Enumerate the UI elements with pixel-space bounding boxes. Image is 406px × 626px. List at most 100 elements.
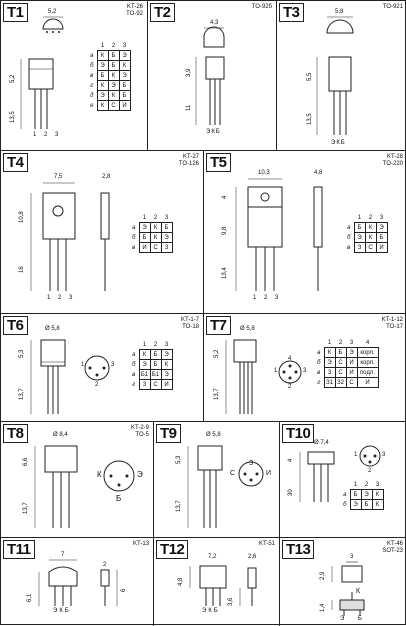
pin-number-2: 2 [368, 468, 372, 474]
dimension-side-width: 2 [103, 562, 107, 568]
pin-number-2: 2 [288, 384, 292, 390]
package-code: KT-51 [258, 541, 275, 547]
dimension-width: 5,2 [48, 9, 57, 15]
dimension-lead-length: 13,7 [176, 500, 182, 512]
dimension-body-height: 6,6 [23, 457, 29, 466]
package-tag: T12 [156, 540, 189, 559]
dimension-width: 3 [350, 554, 354, 560]
dimension-width: 10,3 [258, 170, 270, 176]
cell-t9: T9 Ø 5,8 5,3 13,7 С З И [154, 422, 280, 538]
dimension-body-height: 10,8 [19, 211, 25, 223]
dimension-lead-length: 3,6 [228, 597, 234, 606]
dimension-body-height: 4,8 [178, 577, 184, 586]
pin-label-source: С [230, 470, 236, 477]
dimension-diameter: Ø 7,4 [314, 440, 329, 446]
dimension-diameter: Ø 5,8 [45, 326, 60, 332]
pin-number-3: 3 [382, 452, 386, 458]
package-tag: T2 [150, 3, 175, 22]
dimension-lead-length: 13,5 [307, 113, 313, 125]
package-tag: T5 [206, 153, 231, 172]
package-tag: T11 [3, 540, 35, 559]
pin-label-collector: К [97, 470, 102, 479]
dimension-tab-height: 4 [222, 195, 228, 199]
package-tag: T13 [282, 540, 315, 559]
pin-number-3: 3 [111, 362, 115, 368]
pin-labels: ЭКБ [331, 140, 346, 146]
package-drawing [38, 559, 118, 606]
pin-number-4: 4 [288, 356, 292, 362]
dimension-side-height: 6 [121, 588, 127, 592]
pin-labels: Э Б [340, 616, 368, 622]
dimension-lead-length: 13,5 [10, 111, 16, 123]
package-code: TO-921 [382, 4, 403, 10]
package-drawing [189, 565, 257, 606]
package-tag: T1 [3, 3, 28, 22]
package-drawing [235, 178, 323, 291]
package-drawing [331, 561, 365, 616]
cell-t3: T3 TO-921 5,8 5,5 13,5 ЭКБ [277, 1, 406, 151]
pin-numbers: 1 2 3 [253, 295, 282, 301]
dimension-lead-length: 30 [288, 489, 294, 496]
package-tag: T9 [156, 424, 181, 443]
package-code: TO-92б [251, 4, 272, 10]
dimension-body-height: 9,8 [222, 226, 228, 235]
pin-number-3: 3 [303, 368, 307, 374]
dimension-diameter: Ø 5,8 [206, 432, 221, 438]
dimension-body-height: 5,3 [19, 349, 25, 358]
dimension-lead-length: 13,4 [222, 267, 228, 279]
cell-t2: T2 TO-92б 4,3 3,9 11 ЭКБ [148, 1, 277, 151]
pin-numbers: 1 2 3 [33, 132, 62, 138]
package-drawing [195, 26, 225, 125]
package-drawing [30, 182, 110, 291]
dimension-diameter: Ø 5,8 [240, 326, 255, 332]
pin-label-emitter: Э [137, 470, 143, 479]
package-tag: T4 [3, 153, 28, 172]
pin-number-1: 1 [354, 452, 358, 458]
pin-numbers: 1 2 3 [47, 295, 76, 301]
dimension-body-height: 4 [288, 458, 294, 462]
dimension-body-height: 5,2 [214, 349, 220, 358]
cell-t11: T11 KT-13 7 6,1 2 6 ЭКБ [1, 538, 154, 626]
package-drawing [187, 445, 264, 528]
dimension-diameter: Ø 8,4 [53, 432, 68, 438]
pin-labels: ЭКБ [53, 608, 71, 614]
dimension-lead-length: 16 [19, 266, 25, 273]
top-view-drawing [20, 16, 64, 129]
dimension-width: 7,2 [208, 554, 217, 560]
package-tag: T7 [206, 316, 231, 335]
dimension-top-height: 2,9 [320, 571, 326, 580]
package-tag: T10 [282, 424, 315, 443]
pin-labels: ЭКБ [206, 129, 221, 135]
dimension-body-height: 5,2 [10, 74, 16, 83]
dimension-thickness: 2,6 [248, 554, 257, 560]
dimension-width: 5,8 [335, 9, 344, 15]
package-drawing [225, 339, 302, 414]
package-tag: T6 [3, 316, 28, 335]
package-code: KT-13 [132, 541, 149, 547]
dimension-lead-length: 11 [186, 104, 192, 111]
pin-label-base: Б [116, 494, 122, 503]
dimension-thickness: 2,8 [102, 174, 111, 180]
dimension-width: 4,3 [210, 20, 219, 26]
pin-labels: ЭКБ [202, 608, 220, 614]
cell-t12: T12 KT-51 7,2 2,6 4,8 3,6 ЭКБ [154, 538, 280, 626]
pin-number-2: 2 [95, 382, 99, 388]
